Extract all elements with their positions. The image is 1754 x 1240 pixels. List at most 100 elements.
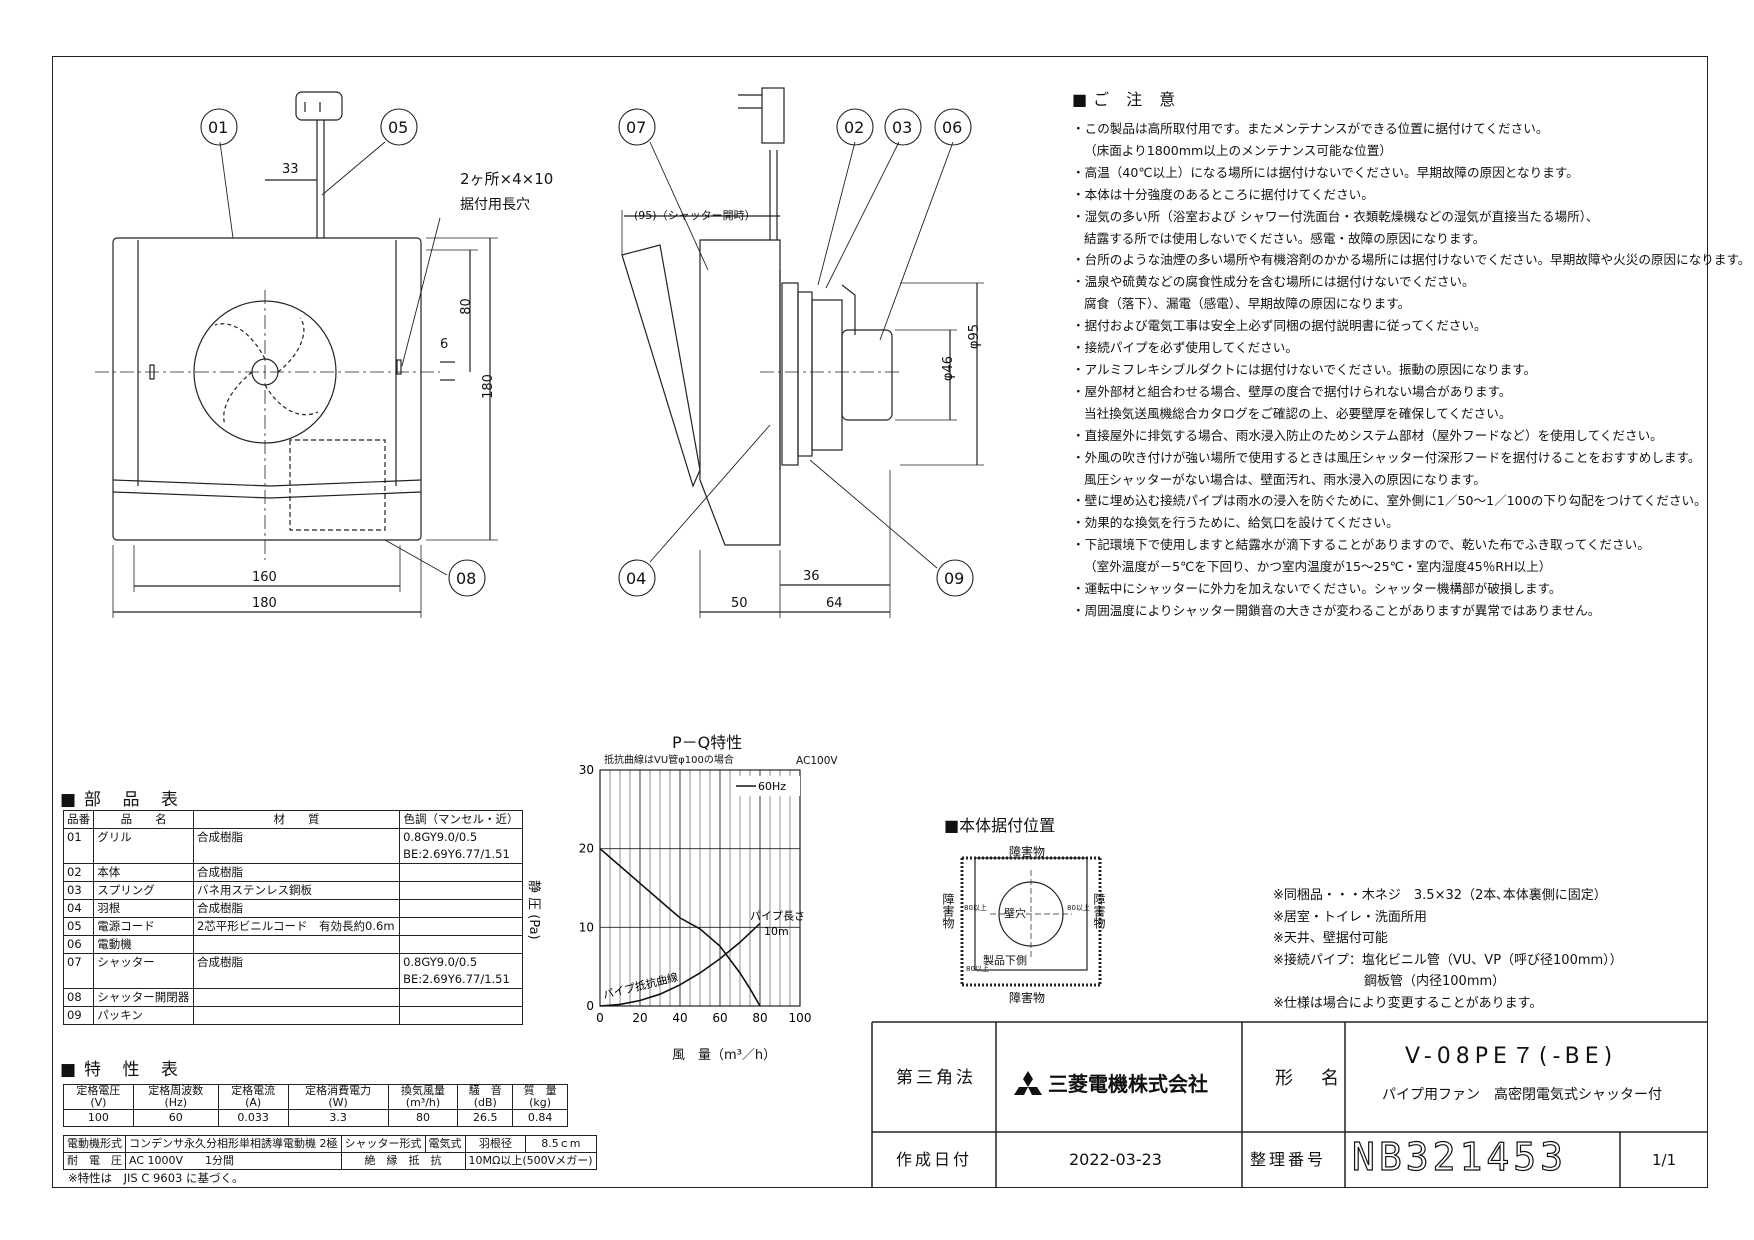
parts-cell-color — [399, 899, 523, 918]
install-title: ■本体据付位置 — [944, 816, 1056, 835]
note-line: ・据付および電気工事は安全上必ず同梱の据付説明書に従ってください。 — [1072, 318, 1487, 334]
note-line: ・外風の吹き付けが強い場所で使用するときは風圧シャッター付深形フードを据付けるこ… — [1072, 449, 1701, 465]
parts-cell-color — [399, 881, 523, 900]
parts-header: 材 質 — [192, 810, 401, 829]
callout-02: 02 — [844, 118, 865, 137]
parts-cell-no: 05 — [62, 917, 95, 936]
legend-box — [732, 776, 800, 796]
parts-cell-no: 02 — [62, 863, 95, 882]
remark-line: ※同梱品・・・木ネジ 3.5×32（2本､本体裏側に固定） — [1273, 888, 1607, 903]
wall-hole-label: 壁穴 — [1004, 907, 1026, 920]
x-tick-label: 0 — [596, 1011, 604, 1025]
parts-cell-name: シャッター開閉器 — [93, 988, 194, 1007]
parts-cell-no: 08 — [62, 988, 95, 1007]
obstacle-right: 障害物 — [1092, 893, 1106, 929]
parts-cell-no: 07 — [62, 953, 95, 989]
callouts-front — [200, 108, 486, 597]
x-tick-label: 60 — [712, 1011, 727, 1025]
callout-07: 07 — [626, 118, 647, 137]
x-tick-label: 100 — [789, 1011, 812, 1025]
shutter-label: シャッター形式 — [340, 1135, 426, 1153]
note-line: 当社換気送風機総合カタログをご確認の上、必要壁厚を確保してください。 — [1084, 405, 1512, 421]
y-tick-label: 10 — [579, 920, 594, 934]
parts-cell-name: パッキン — [93, 1006, 194, 1025]
hole-note-2: 据付用長穴 — [460, 197, 530, 213]
insulation-label: 絶 縁 抵 抗 — [340, 1152, 466, 1170]
spec-table: 定格電圧 (V)定格周波数 (Hz)定格電流 (A)定格消費電力 (W)換気風量… — [63, 1084, 568, 1127]
note-line: ・アルミフレキシブルダクトには据付けないでください。振動の原因になります。 — [1072, 361, 1537, 377]
pq-curve-60hz — [599, 848, 761, 1007]
front-view-drawing — [95, 91, 498, 618]
note-line: ・温泉や硫黄などの腐食性成分を含む場所には据付けないでください。 — [1072, 274, 1475, 290]
callout-05: 05 — [388, 118, 409, 137]
parts-header: 品番 — [62, 810, 95, 829]
obstacle-left: 障害物 — [941, 893, 955, 929]
parts-header: 色調（マンセル・近） — [399, 810, 523, 829]
model-label: 形 名 — [1275, 1068, 1344, 1089]
y-tick-label: 30 — [579, 763, 594, 777]
chart-subtitle: 抵抗曲線はVU管φ100の場合 — [604, 755, 734, 766]
y-tick-label: 20 — [579, 842, 594, 856]
parts-cell-material: 合成樹脂 — [192, 828, 401, 864]
clear-right: 80以上 — [1067, 904, 1090, 912]
parts-cell-color — [399, 935, 523, 954]
shutter-open-note: (95)（シャッター開時） — [634, 209, 756, 222]
dim-80: 80 — [458, 298, 474, 315]
parts-cell-material: 2芯平形ビニルコード 有効長約0.6m — [192, 917, 401, 936]
parts-cell-name: グリル — [93, 828, 194, 864]
date-label: 作成日付 — [896, 1150, 973, 1169]
projection-method: 第三角法 — [896, 1068, 976, 1088]
note-line: 風圧シャッターがない場合は、壁面汚れ、雨水浸入の原因になります。 — [1084, 471, 1486, 487]
note-line: ・接続パイプを必ず使用してください。 — [1072, 340, 1298, 356]
title-block-lines — [871, 1021, 1708, 1188]
note-line: 結露する所では使用しないでください。感電・故障の原因になります。 — [1084, 230, 1486, 246]
parts-cell-material — [192, 935, 401, 954]
color-value: 0.8GY9.0/0.5 — [403, 830, 478, 844]
model-number: V-08PE７(-BE) — [1405, 1044, 1618, 1069]
parts-cell-name: シャッター — [93, 953, 194, 989]
color-value: 0.8GY9.0/0.5 — [403, 955, 478, 969]
spec-value: 26.5 — [457, 1109, 514, 1127]
spec-header: 定格周波数 (Hz) — [132, 1084, 219, 1110]
parts-cell-no: 09 — [62, 1006, 95, 1025]
motor-label: 電動機形式 — [63, 1135, 126, 1153]
withstand-label: 耐 電 圧 — [63, 1152, 126, 1170]
chart-ylabel: 静 圧 (Pa) — [526, 880, 541, 940]
mitsubishi-logo-icon — [1014, 1070, 1042, 1095]
callouts-side — [618, 108, 974, 597]
parts-cell-no: 06 — [62, 935, 95, 954]
parts-table-title: ■部 品 表 — [60, 790, 186, 810]
drawing-frame — [52, 56, 1708, 1188]
spec-table-2: 電動機形式 コンデンサ永久分相形単相誘導電動機 2極 シャッター形式 電気式 羽… — [63, 1135, 597, 1170]
parts-cell-name: 電動機 — [93, 935, 194, 954]
notes-list: ・この製品は高所取付用です。またメンテナンスができる位置に据付けてください。（床… — [1072, 118, 1750, 622]
spec-value: 3.3 — [287, 1109, 389, 1127]
note-line: ・本体は十分強度のあるところに据付けてください。 — [1072, 186, 1374, 202]
product-description: パイプ用ファン 高密閉電気式シャッター付 — [1382, 1087, 1662, 1103]
below-label: 製品下側 — [983, 954, 1027, 967]
parts-cell-name: 羽根 — [93, 899, 194, 918]
parts-cell-name: 本体 — [93, 863, 194, 882]
chart-title: P－Q特性 — [672, 733, 743, 752]
note-line: （床面より1800mm以上のメンテナンス可能な位置） — [1084, 142, 1392, 158]
remarks-list: ※同梱品・・・木ネジ 3.5×32（2本､本体裏側に固定）※居室・トイレ・洗面所… — [1273, 885, 1623, 1014]
drawing-number: NB321453 — [1351, 1135, 1568, 1179]
dim-160: 160 — [252, 570, 277, 585]
sheet-number: 1/1 — [1652, 1151, 1677, 1169]
motor-value: コンデンサ永久分相形単相誘導電動機 2極 — [125, 1135, 342, 1153]
spec-value: 80 — [387, 1109, 459, 1127]
parts-cell-color — [399, 917, 523, 936]
dim-180-vertical: 180 — [480, 374, 496, 399]
chart-voltage: AC100V — [796, 755, 838, 767]
x-tick-label: 40 — [672, 1011, 687, 1025]
clear-bottom: 80以上 — [966, 965, 989, 973]
spec-header: 質 量 (kg) — [512, 1084, 568, 1110]
dim-50: 50 — [731, 596, 748, 611]
y-tick-label: 0 — [586, 999, 594, 1013]
dim-6: 6 — [440, 337, 449, 352]
